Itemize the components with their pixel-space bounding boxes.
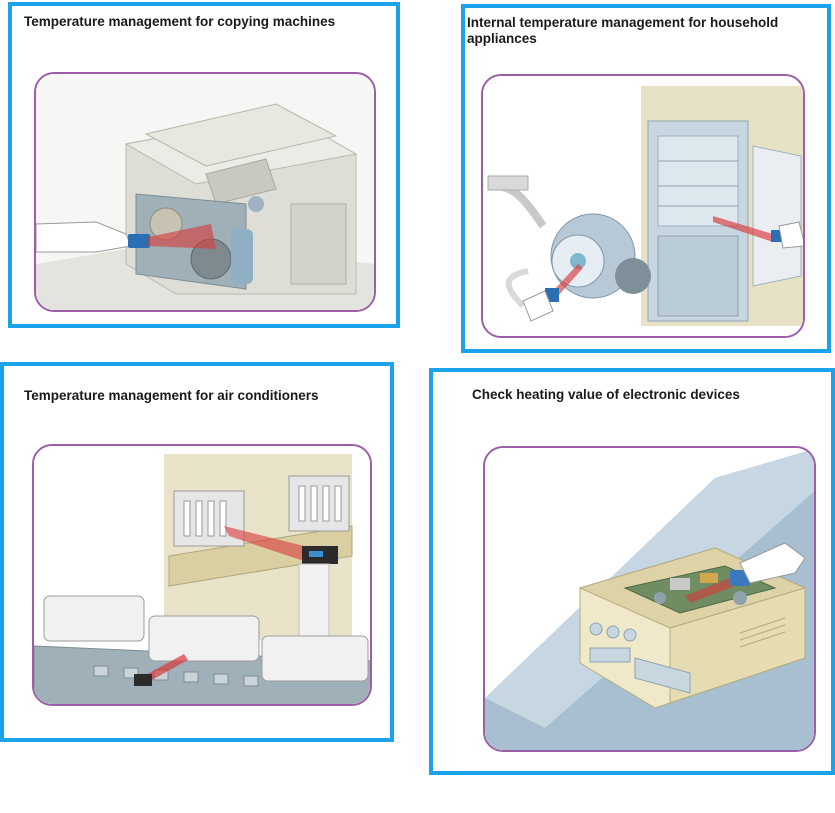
panel-household-appliances: Internal temperature management for hous… xyxy=(461,4,831,353)
illustration-frame xyxy=(32,444,372,706)
panel-electronic-devices: Check heating value of electronic device… xyxy=(429,368,835,775)
panel-title: Internal temperature management for hous… xyxy=(467,15,779,46)
panel-copying-machines: Temperature management for copying machi… xyxy=(8,2,400,328)
panel-title: Temperature management for copying machi… xyxy=(24,14,336,29)
panel-air-conditioners: Temperature management for air condition… xyxy=(0,362,394,742)
illustration-frame xyxy=(483,446,816,752)
panel-title: Temperature management for air condition… xyxy=(24,388,319,403)
household-appliances-illustration xyxy=(483,76,803,336)
illustration-frame xyxy=(481,74,805,338)
electronic-device-illustration xyxy=(485,448,814,750)
panel-title: Check heating value of electronic device… xyxy=(472,387,740,402)
illustration-frame xyxy=(34,72,376,312)
copying-machine-illustration xyxy=(36,74,374,310)
air-conditioner-illustration xyxy=(34,446,370,704)
